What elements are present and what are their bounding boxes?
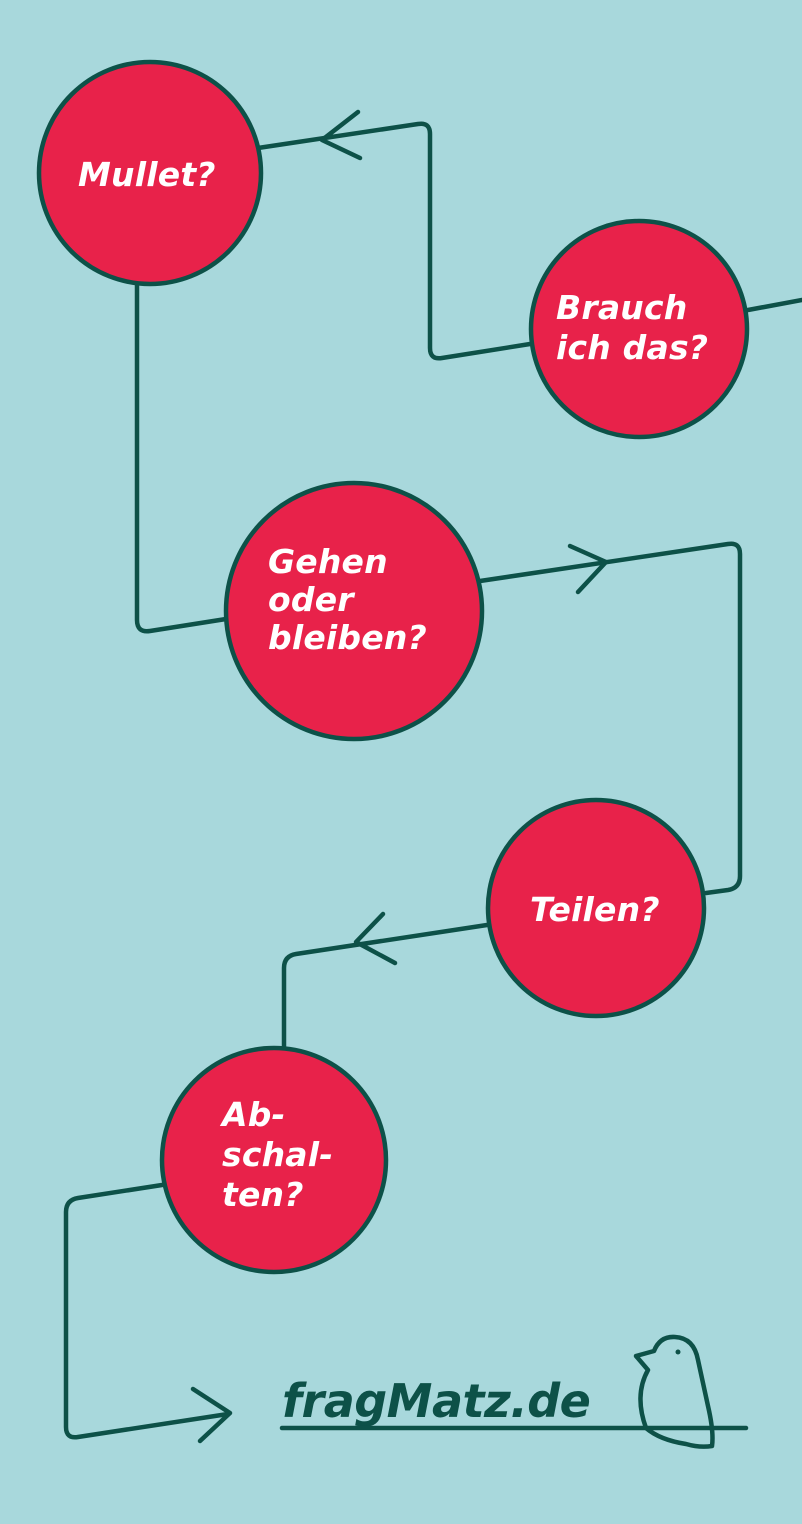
arrow-to-mullet-icon: [319, 109, 363, 161]
node-label-line: Teilen?: [530, 890, 660, 929]
node-label-line: ich das?: [556, 328, 708, 367]
connector-gehen-to-teilen: [477, 541, 743, 896]
node-circle-abschalten: [159, 1045, 389, 1275]
decision-node-teilen: Teilen?: [485, 797, 707, 1019]
connector-teilen-to-abschalten: [281, 922, 490, 1054]
bird-eye-icon: [675, 1349, 681, 1355]
node-circle-mullet: [36, 59, 264, 287]
connector-mullet-to-gehen: [134, 281, 229, 634]
node-label-line: Ab-: [219, 1095, 285, 1134]
decision-node-mullet: Mullet?: [36, 59, 264, 287]
bird-icon: [633, 1334, 715, 1449]
node-label-mullet: Mullet?: [78, 155, 216, 194]
node-label-line: oder: [268, 580, 355, 619]
node-label-line: Gehen: [268, 542, 388, 581]
arrow-to-logo-icon: [190, 1386, 233, 1444]
arrow-to-right-icon: [567, 543, 609, 595]
logo: fragMatz.de: [279, 1334, 749, 1449]
connector-brauch-to-mullet: [255, 121, 802, 361]
arrow-to-left-icon: [353, 911, 398, 966]
node-circle-brauch: [528, 218, 750, 440]
node-circle-teilen: [485, 797, 707, 1019]
node-label-line: ten?: [222, 1175, 304, 1214]
node-label-line: Mullet?: [78, 155, 216, 194]
node-label-abschalten: Ab-schal-ten?: [219, 1095, 333, 1214]
connectors: [63, 109, 802, 1444]
logo-text: fragMatz.de: [282, 1374, 590, 1428]
node-label-line: schal-: [222, 1135, 333, 1174]
node-label-teilen: Teilen?: [530, 890, 660, 929]
connector-abschalten-to-logo: [63, 1182, 231, 1440]
node-circle-gehen: [223, 480, 485, 742]
decision-node-abschalten: Ab-schal-ten?: [159, 1045, 389, 1275]
node-label-line: bleiben?: [268, 618, 427, 657]
node-label-line: Brauch: [556, 288, 687, 327]
